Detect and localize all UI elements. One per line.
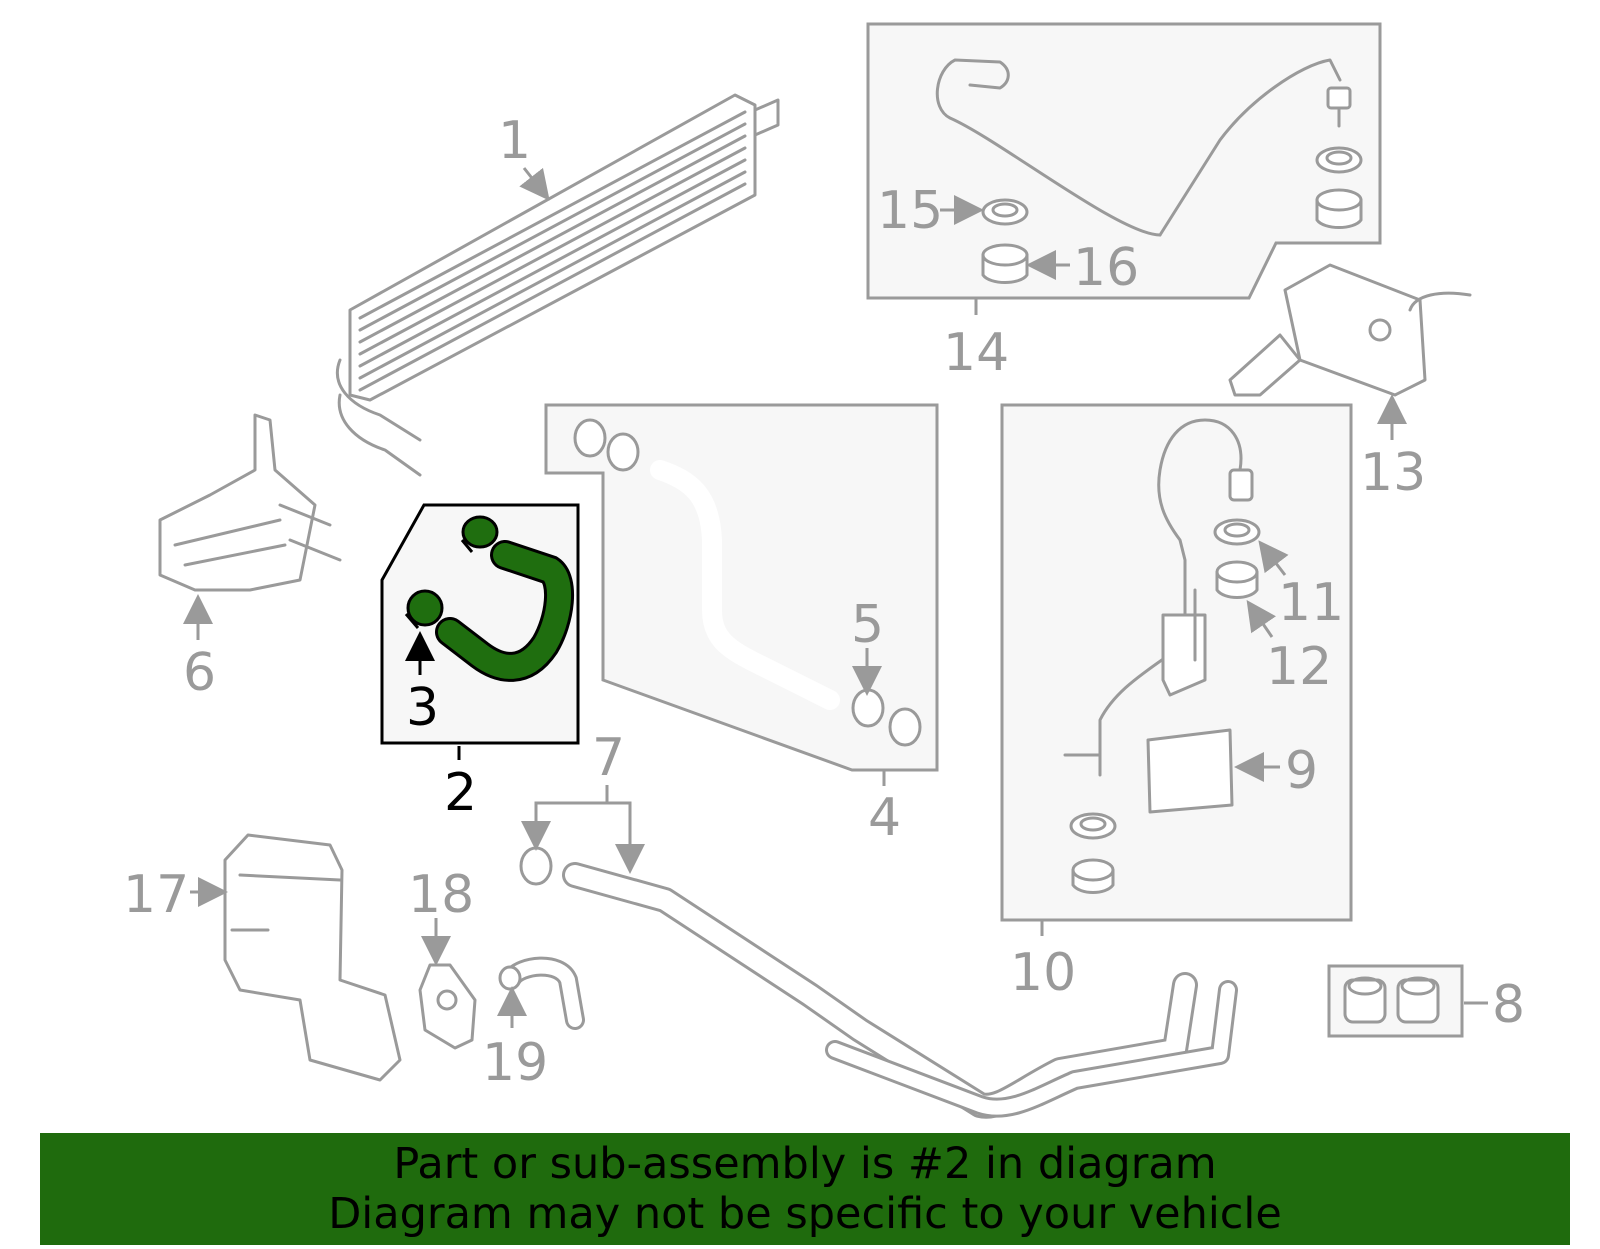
callout-11[interactable]: 11 — [1278, 573, 1344, 633]
group-box-8 — [1327, 964, 1464, 1038]
callout-14[interactable]: 14 — [943, 323, 1009, 383]
info-banner: Part or sub-assembly is #2 in diagram Di… — [40, 1133, 1570, 1245]
group-box-10 — [1000, 403, 1353, 922]
callout-3[interactable]: 3 — [406, 678, 439, 738]
callout-1[interactable]: 1 — [498, 111, 531, 171]
part-1-oil-cooler — [335, 93, 780, 477]
callout-18[interactable]: 18 — [408, 865, 474, 925]
callout-4[interactable]: 4 — [868, 788, 901, 848]
leader-lines — [183, 167, 1488, 1028]
group-box-2 — [380, 503, 580, 745]
callout-19[interactable]: 19 — [482, 1033, 548, 1093]
callout-16[interactable]: 16 — [1073, 238, 1139, 298]
callout-6[interactable]: 6 — [183, 643, 216, 703]
part-13-cooler-assembly — [1228, 263, 1472, 397]
part-18-gasket — [418, 963, 477, 1050]
callout-5[interactable]: 5 — [851, 595, 884, 655]
part-7-tube — [519, 846, 1238, 1119]
group-box-4 — [544, 403, 939, 772]
banner-line-1: Part or sub-assembly is #2 in diagram — [393, 1139, 1217, 1189]
callout-15[interactable]: 15 — [877, 181, 943, 241]
callout-10[interactable]: 10 — [1010, 943, 1076, 1003]
callout-8[interactable]: 8 — [1492, 975, 1525, 1035]
callout-13[interactable]: 13 — [1360, 443, 1426, 503]
callout-2[interactable]: 2 — [444, 763, 477, 823]
callout-9[interactable]: 9 — [1285, 741, 1318, 801]
part-6-bracket — [158, 413, 342, 592]
callout-12[interactable]: 12 — [1266, 637, 1332, 697]
group-box-14 — [866, 22, 1382, 300]
banner-line-2: Diagram may not be specific to your vehi… — [328, 1189, 1282, 1239]
callouts: 1 2 3 4 5 6 7 8 9 10 11 12 13 14 15 16 1… — [123, 111, 1525, 1093]
callout-7[interactable]: 7 — [592, 728, 625, 788]
part-17-valve-assembly — [223, 833, 402, 1082]
callout-17[interactable]: 17 — [123, 865, 189, 925]
